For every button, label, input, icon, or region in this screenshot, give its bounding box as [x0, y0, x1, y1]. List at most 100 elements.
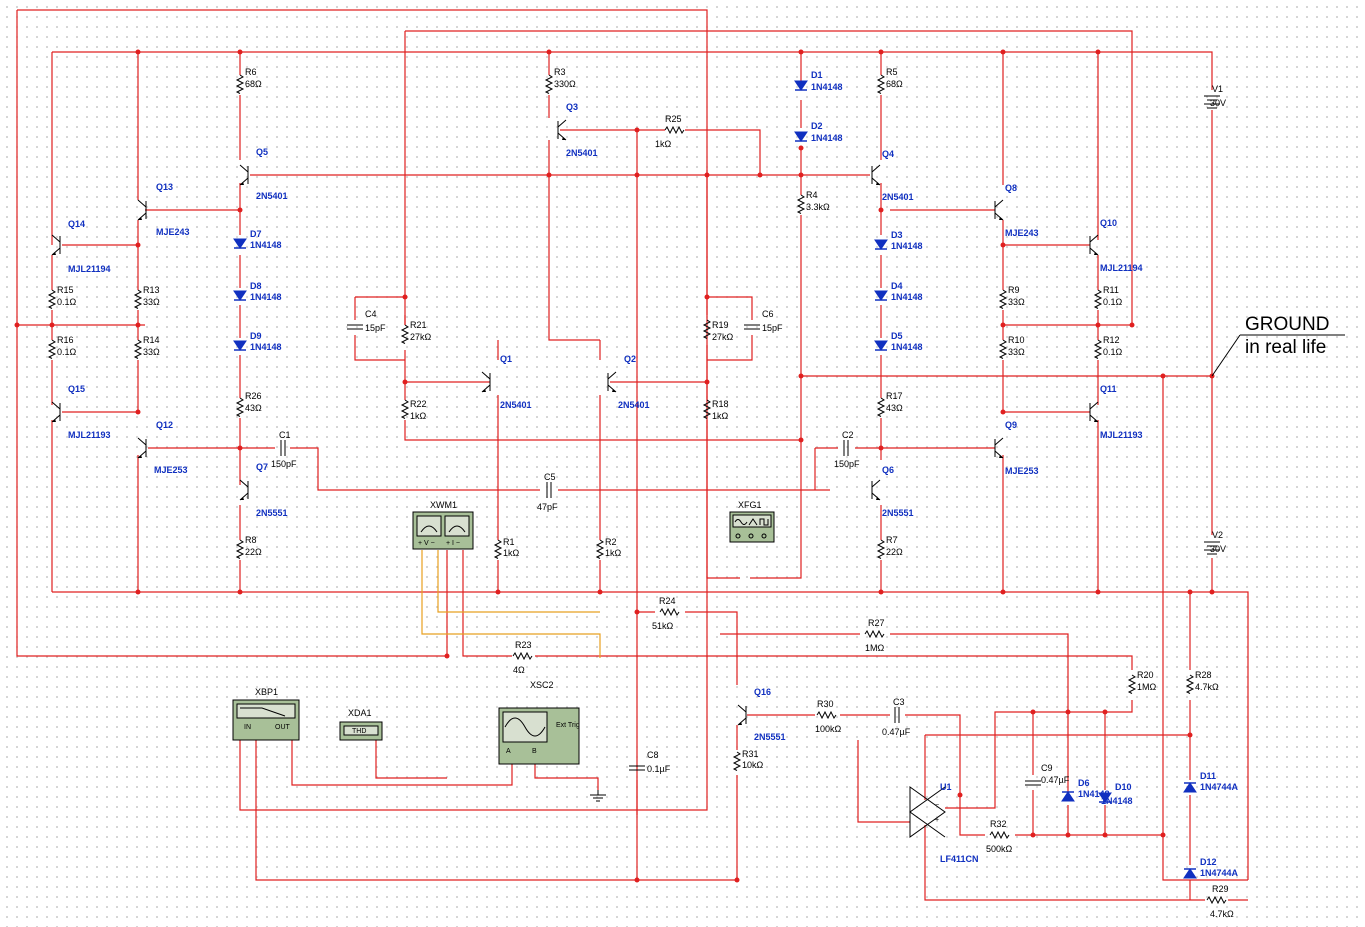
svg-text:Q13: Q13: [156, 182, 173, 192]
svg-text:+ I −: + I −: [446, 540, 460, 547]
junction-dots: [14, 49, 1215, 883]
function-generator-label: XFG1: [738, 500, 762, 510]
svg-text:10kΩ: 10kΩ: [742, 760, 764, 770]
svg-text:0.47µF: 0.47µF: [882, 727, 911, 737]
svg-text:R8: R8: [245, 535, 257, 545]
instrument-distortion-analyzer[interactable]: THD XDA1: [339, 708, 383, 741]
svg-text:R25: R25: [665, 114, 682, 124]
svg-text:R28: R28: [1195, 670, 1212, 680]
r4-res[interactable]: R43.3kΩ: [796, 190, 830, 214]
svg-text:Q10: Q10: [1100, 218, 1117, 228]
svg-text:2N5401: 2N5401: [618, 400, 650, 410]
svg-text:2N5401: 2N5401: [256, 191, 288, 201]
svg-text:D10: D10: [1115, 782, 1132, 792]
instrument-function-generator[interactable]: XFG1: [729, 500, 775, 543]
instrument-bode-plotter[interactable]: IN OUT XBP1: [232, 687, 300, 741]
svg-text:1N4148: 1N4148: [891, 292, 923, 302]
svg-text:2N5551: 2N5551: [882, 508, 914, 518]
c3-cap[interactable]: C30.47µF: [882, 697, 911, 737]
svg-text:0.1Ω: 0.1Ω: [1103, 347, 1123, 357]
c9-cap[interactable]: C90.47µF: [1025, 763, 1070, 786]
svg-text:R32: R32: [990, 819, 1007, 829]
instrument-wattmeter[interactable]: + V − + I − XWM1: [412, 500, 474, 550]
instrument-oscilloscope[interactable]: Ext Trig A B XSC2: [498, 680, 580, 765]
svg-text:R9: R9: [1008, 285, 1020, 295]
svg-text:R4: R4: [806, 190, 818, 200]
svg-text:0.1µF: 0.1µF: [647, 764, 671, 774]
svg-text:−: −: [935, 802, 939, 809]
svg-text:R18: R18: [712, 399, 729, 409]
svg-text:43Ω: 43Ω: [245, 403, 262, 413]
c8-cap[interactable]: C80.1µF: [629, 750, 671, 774]
svg-text:1N4148: 1N4148: [250, 292, 282, 302]
